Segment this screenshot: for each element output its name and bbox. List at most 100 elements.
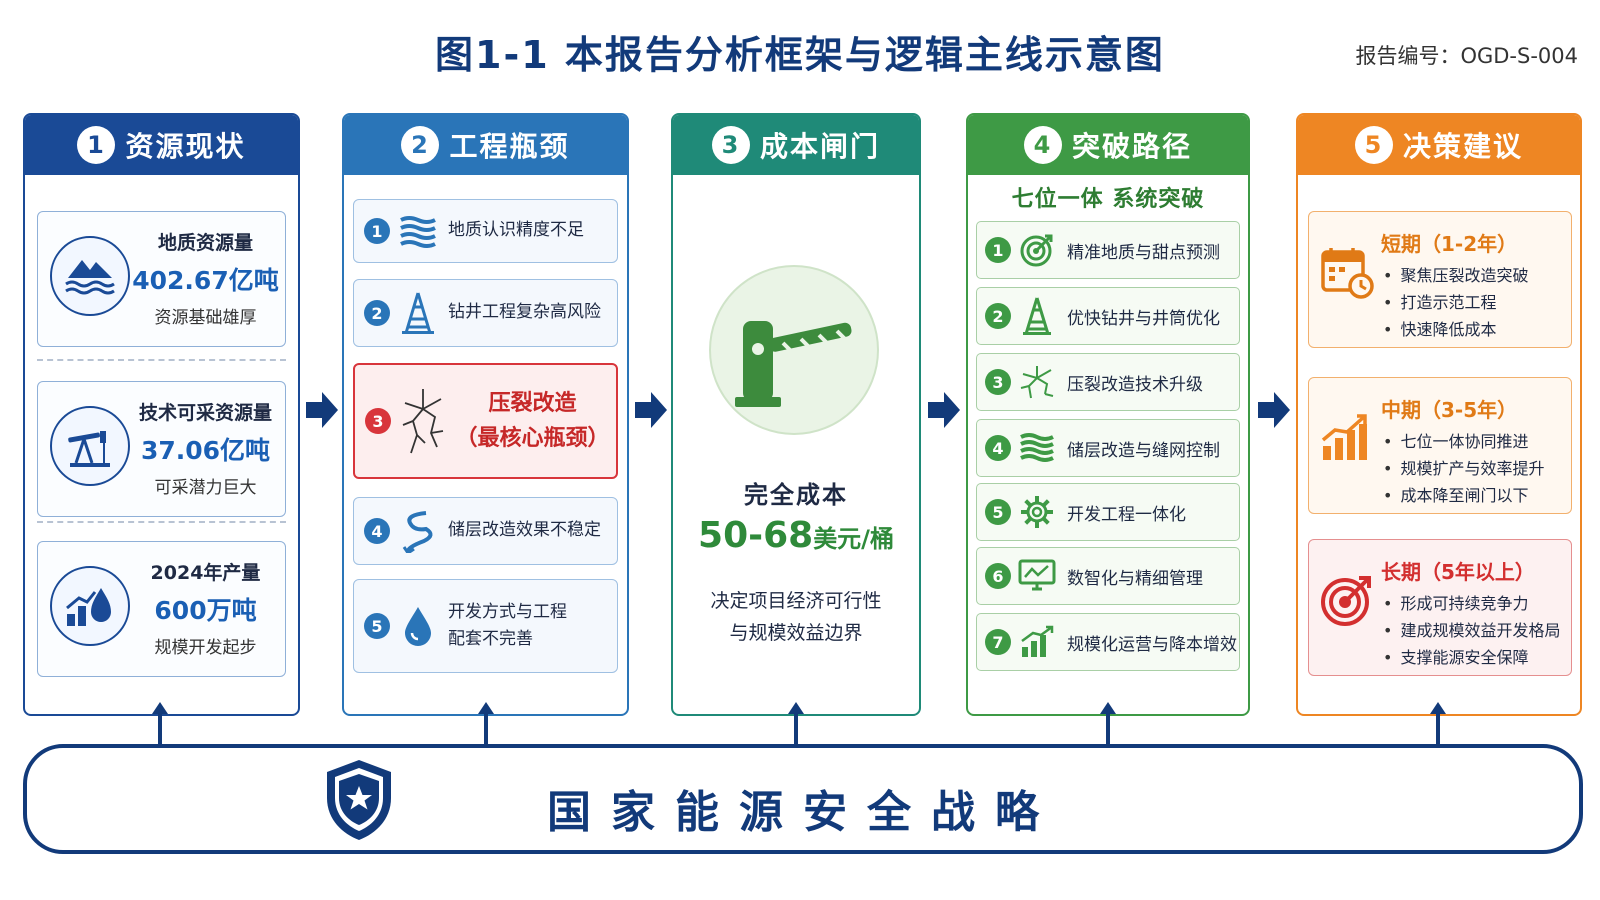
column-header: 2 工程瓶颈 — [344, 115, 627, 175]
decision-item: 建成规模效益开发格局 — [1383, 617, 1560, 644]
cost-value-number: 50-68 — [698, 515, 814, 556]
flow-arrow-right-icon — [306, 392, 338, 428]
bottleneck-item: 5 开发方式与工程 配套不完善 — [353, 579, 618, 673]
item-number: 5 — [364, 613, 390, 639]
decision-card-mid-term: 中期（3-5年） 七位一体协同推进 规模扩产与效率提升 成本降至闸门以下 — [1308, 377, 1572, 514]
column-header: 4 突破路径 — [968, 115, 1248, 175]
breakthrough-item: 5 开发工程一体化 — [976, 483, 1240, 541]
decision-list: 七位一体协同推进 规模扩产与效率提升 成本降至闸门以下 — [1383, 428, 1544, 509]
item-number: 3 — [365, 408, 391, 434]
resource-value: 37.06亿吨 — [140, 436, 271, 465]
column-title: 工程瓶颈 — [449, 130, 570, 163]
breakthrough-item: 6 数智化与精细管理 — [976, 547, 1240, 605]
cost-label: 完全成本 — [744, 481, 848, 509]
column-resource-status: 1 资源现状 地质资源量 402.67亿吨 资源基础雄厚 技术可采资源量 37.… — [23, 113, 300, 716]
bottleneck-text: 地质认识精度不足 — [448, 220, 584, 241]
breakthrough-item: 1 精准地质与甜点预测 — [976, 221, 1240, 279]
cost-description: 决定项目经济可行性 与规模效益边界 — [673, 585, 919, 650]
bottleneck-item: 2 钻井工程复杂高风险 — [353, 279, 618, 347]
arrow-up-icon — [152, 702, 168, 748]
decision-item: 聚焦压裂改造突破 — [1383, 262, 1528, 289]
column-title: 资源现状 — [125, 130, 246, 163]
column-breakthrough-path: 4 突破路径 七位一体 系统突破 1 精准地质与甜点预测 2 优快钻井与井筒优化… — [966, 113, 1250, 716]
bottleneck-text: 储层改造效果不稳定 — [448, 520, 601, 541]
cost-value: 50-68美元/桶 — [673, 515, 919, 556]
growth-bars-icon — [1317, 408, 1377, 468]
column-number-badge: 5 — [1354, 126, 1393, 164]
flow-arrow-right-icon — [928, 392, 960, 428]
growth-chart-drop-icon — [50, 566, 130, 646]
resource-card: 技术可采资源量 37.06亿吨 可采潜力巨大 — [37, 381, 286, 517]
item-number: 2 — [985, 303, 1011, 329]
item-number: 4 — [364, 518, 390, 544]
decision-title: 短期（1-2年） — [1381, 232, 1518, 256]
base-strategy-text: 国家能源安全战略 — [547, 787, 1059, 838]
column-title: 决策建议 — [1402, 130, 1523, 163]
barrier-gate-icon — [709, 265, 879, 435]
column-title: 突破路径 — [1071, 130, 1192, 163]
item-number: 3 — [985, 369, 1011, 395]
column-number-badge: 3 — [711, 126, 750, 164]
cost-description-line2: 与规模效益边界 — [729, 622, 863, 645]
arrow-up-icon — [1430, 702, 1446, 748]
bar-growth-icon — [1017, 622, 1057, 662]
decision-card-long-term: 长期（5年以上） 形成可持续竞争力 建成规模效益开发格局 支撑能源安全保障 — [1308, 539, 1572, 676]
page-title: 图1-1 本报告分析框架与逻辑主线示意图 — [435, 33, 1165, 77]
cost-value-unit: 美元/桶 — [813, 525, 894, 553]
item-number: 7 — [985, 629, 1011, 655]
breakthrough-subtitle: 七位一体 系统突破 — [1011, 187, 1205, 212]
decision-item: 支撑能源安全保障 — [1383, 644, 1560, 671]
report-number: 报告编号：OGD-S-004 — [1355, 44, 1578, 68]
flow-arrow-right-icon — [1258, 392, 1290, 428]
decision-title: 中期（3-5年） — [1381, 398, 1518, 422]
resource-note: 资源基础雄厚 — [154, 308, 257, 328]
fracture-icon — [1017, 362, 1057, 402]
decision-item: 快速降低成本 — [1383, 316, 1528, 343]
breakthrough-text: 规模化运营与降本增效 — [1067, 634, 1237, 655]
water-drop-icon — [396, 604, 440, 648]
flow-arrow-right-icon — [635, 392, 667, 428]
decision-item: 规模扩产与效率提升 — [1383, 455, 1544, 482]
bottleneck-text-line1: 开发方式与工程 — [448, 601, 567, 622]
item-number: 1 — [364, 218, 390, 244]
bottleneck-text: 钻井工程复杂高风险 — [448, 302, 601, 323]
shield-star-icon — [327, 760, 391, 840]
resource-label: 技术可采资源量 — [138, 402, 272, 424]
decision-title: 长期（5年以上） — [1381, 560, 1535, 584]
decision-item: 打造示范工程 — [1383, 289, 1528, 316]
decision-list: 形成可持续竞争力 建成规模效益开发格局 支撑能源安全保障 — [1383, 590, 1560, 671]
flow-icon — [396, 509, 440, 553]
resource-card: 2024年产量 600万吨 规模开发起步 — [37, 541, 286, 677]
rock-layers-icon — [1017, 428, 1057, 468]
breakthrough-item: 2 优快钻井与井筒优化 — [976, 287, 1240, 345]
pumpjack-icon — [50, 406, 130, 486]
breakthrough-text: 开发工程一体化 — [1067, 504, 1186, 525]
core-bottleneck-text: 压裂改造 （最核心瓶颈） — [449, 386, 616, 456]
calendar-clock-icon — [1317, 242, 1377, 302]
column-header: 5 决策建议 — [1298, 115, 1580, 175]
column-number-badge: 2 — [401, 126, 440, 164]
fracture-icon — [397, 389, 449, 454]
target-icon — [1017, 230, 1057, 270]
cost-description-line1: 决定项目经济可行性 — [710, 590, 882, 612]
column-cost-gate: 3 成本闸门 完全成本 50-68美元/桶 决定项目经济可行性 与规模效益边界 — [671, 113, 921, 716]
resource-card: 地质资源量 402.67亿吨 资源基础雄厚 — [37, 211, 286, 347]
bottleneck-text: 开发方式与工程 配套不完善 — [448, 599, 567, 653]
bottleneck-text-line2: 配套不完善 — [448, 629, 533, 649]
resource-value: 402.67亿吨 — [132, 266, 279, 295]
decision-card-short-term: 短期（1-2年） 聚焦压裂改造突破 打造示范工程 快速降低成本 — [1308, 211, 1572, 348]
breakthrough-item: 3 压裂改造技术升级 — [976, 353, 1240, 411]
divider — [37, 521, 286, 523]
breakthrough-text: 优快钻井与井筒优化 — [1067, 308, 1220, 329]
arrow-up-icon — [788, 702, 804, 748]
column-header: 3 成本闸门 — [673, 115, 919, 175]
decision-item: 形成可持续竞争力 — [1383, 590, 1560, 617]
bottleneck-item: 1 地质认识精度不足 — [353, 199, 618, 263]
bottleneck-item: 4 储层改造效果不稳定 — [353, 497, 618, 565]
decision-item: 成本降至闸门以下 — [1383, 482, 1544, 509]
arrow-up-icon — [1100, 702, 1116, 748]
arrow-up-icon — [478, 702, 494, 748]
column-title: 成本闸门 — [759, 130, 880, 163]
breakthrough-text: 精准地质与甜点预测 — [1067, 242, 1220, 263]
mountain-water-icon — [50, 236, 130, 316]
